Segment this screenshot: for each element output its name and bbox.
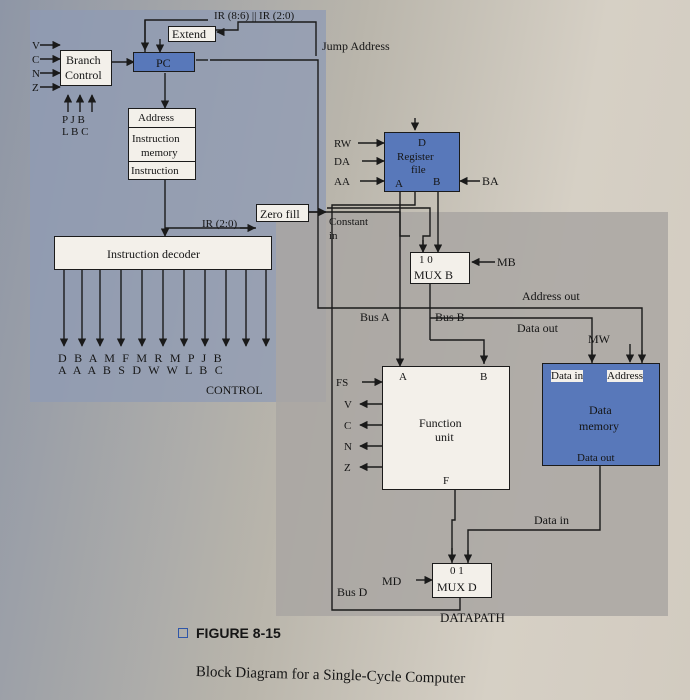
instruction-decoder-box: Instruction decoder	[54, 236, 272, 270]
extend-box: Extend	[168, 26, 216, 42]
mux-b-inputs: 1 0	[419, 254, 433, 266]
mux-d-label: MUX D	[437, 580, 477, 594]
mb-label: MB	[497, 255, 516, 269]
dm-title-line1: Data	[589, 403, 612, 417]
fu-b-label: B	[480, 371, 488, 383]
function-unit-box: A B Function unit F	[382, 366, 510, 490]
fu-a-label: A	[399, 371, 407, 383]
fu-f-label: F	[443, 475, 450, 487]
fs-label: FS	[336, 377, 349, 389]
control-label: CONTROL	[206, 383, 263, 397]
bus-d-label: Bus D	[337, 585, 368, 599]
branch-control-line2: Control	[65, 68, 102, 82]
status-z-label: Z	[344, 462, 351, 474]
rf-a-label: A	[395, 178, 403, 190]
register-file-box: D Register file A B	[384, 132, 460, 192]
da-label: DA	[334, 156, 350, 168]
ir-20-label: IR (2:0)	[202, 218, 238, 230]
jump-address-label: Jump Address	[322, 39, 390, 53]
figure-label: FIGURE 8-15	[196, 625, 281, 641]
constant-in-line1: Constant	[329, 216, 369, 228]
im-address-label: Address	[138, 112, 175, 124]
decoder-label: Instruction decoder	[107, 247, 200, 261]
flag-c-label: C	[32, 54, 40, 66]
rf-d-label: D	[418, 137, 426, 149]
mw-label: MW	[588, 332, 610, 346]
mux-d-box: 0 1 MUX D	[432, 563, 492, 598]
pc-label: PC	[156, 56, 171, 70]
branch-control-box: Branch Control	[60, 50, 112, 86]
pjb-label: P J B	[62, 114, 85, 126]
rf-title-line2: file	[411, 164, 426, 176]
instruction-memory-box: Address Instruction memory Instruction	[128, 108, 196, 180]
ba-label: BA	[482, 174, 499, 188]
datapath-label: DATAPATH	[440, 610, 505, 625]
ir-extend-label: IR (8:6) || IR (2:0)	[214, 10, 295, 22]
extend-label: Extend	[172, 27, 206, 41]
data-in-wire-label: Data in	[534, 513, 569, 527]
data-memory-box: Data in Address Data memory Data out	[542, 363, 660, 466]
mux-b-box: 1 0 MUX B	[410, 252, 470, 284]
mux-d-inputs: 0 1	[450, 565, 464, 577]
address-out-label: Address out	[522, 289, 580, 303]
mux-b-label: MUX B	[414, 268, 454, 282]
fu-title-line1: Function	[419, 416, 462, 430]
status-n-label: N	[344, 441, 352, 453]
im-title-line1: Instruction	[132, 133, 180, 145]
status-c-label: C	[344, 420, 352, 432]
im-divider	[129, 127, 195, 128]
dm-data-out-label: Data out	[577, 452, 615, 464]
dm-title-line2: memory	[579, 419, 619, 433]
flag-n-label: N	[32, 68, 40, 80]
zero-fill-box: Zero fill	[256, 204, 309, 222]
lbc-label: L B C	[62, 126, 89, 138]
im-divider2	[129, 161, 195, 162]
dm-data-in-label: Data in	[551, 370, 584, 382]
md-label: MD	[382, 574, 402, 588]
im-instruction-label: Instruction	[131, 165, 179, 177]
constant-in-line2: in	[329, 230, 338, 242]
data-out-bus-label: Data out	[517, 321, 558, 335]
branch-control-line1: Branch	[66, 53, 101, 67]
dm-address-label: Address	[607, 370, 644, 382]
fu-title-line2: unit	[435, 430, 454, 444]
bus-b-label: Bus B	[435, 310, 465, 324]
bus-a-label: Bus A	[360, 310, 390, 324]
rw-label: RW	[334, 138, 352, 150]
rf-b-label: B	[433, 176, 441, 188]
flag-z-label: Z	[32, 82, 39, 94]
aa-label: AA	[334, 176, 350, 188]
status-v-label: V	[344, 399, 352, 411]
rf-title-line1: Register	[397, 151, 434, 163]
control-signals-top: D B A M F M R M P J B	[58, 351, 224, 365]
zero-fill-label: Zero fill	[260, 207, 300, 221]
im-title-line2: memory	[141, 147, 178, 159]
pc-box: PC	[133, 52, 195, 72]
control-signals-bottom: A A A B S D W W L B C	[58, 363, 225, 377]
flag-v-label: V	[32, 40, 40, 52]
figure-marker-icon	[178, 628, 188, 638]
